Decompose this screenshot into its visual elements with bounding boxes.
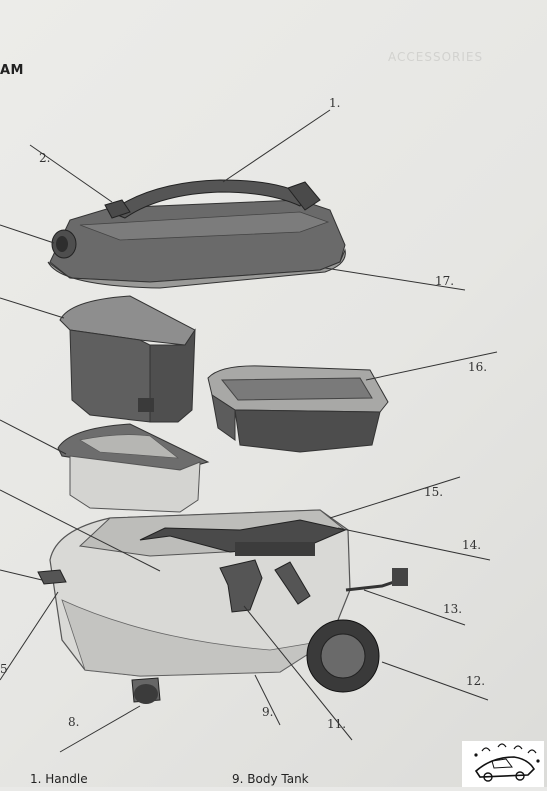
legend-item-body-tank: 9. Body Tank <box>232 772 309 786</box>
callout-1: 1. <box>329 96 341 110</box>
callout-9: 9. <box>262 705 274 719</box>
faded-heading: ACCESSORIES <box>388 50 484 64</box>
car-splash-logo-icon <box>462 741 544 787</box>
callout-17: 17. <box>435 274 455 288</box>
leader-lines <box>0 109 498 753</box>
legend-item-handle: 1. Handle <box>30 772 88 786</box>
lid-part <box>47 179 346 289</box>
body-tank-part <box>37 509 408 704</box>
callout-16: 16. <box>468 360 488 374</box>
filter-cage-part <box>59 295 196 423</box>
callout-14: 14. <box>462 538 482 552</box>
callout-8: 8. <box>68 715 80 729</box>
callout-5: 5 <box>0 662 8 676</box>
callout-13: 13. <box>443 602 463 616</box>
callout-15: 15. <box>424 485 444 499</box>
callout-12: 12. <box>466 674 486 688</box>
accessory-tray-part <box>207 365 389 453</box>
foam-filter-part <box>57 423 210 513</box>
callout-2: 2. <box>39 151 51 165</box>
section-heading: AM <box>0 63 24 78</box>
callout-11: 11. <box>327 717 347 731</box>
